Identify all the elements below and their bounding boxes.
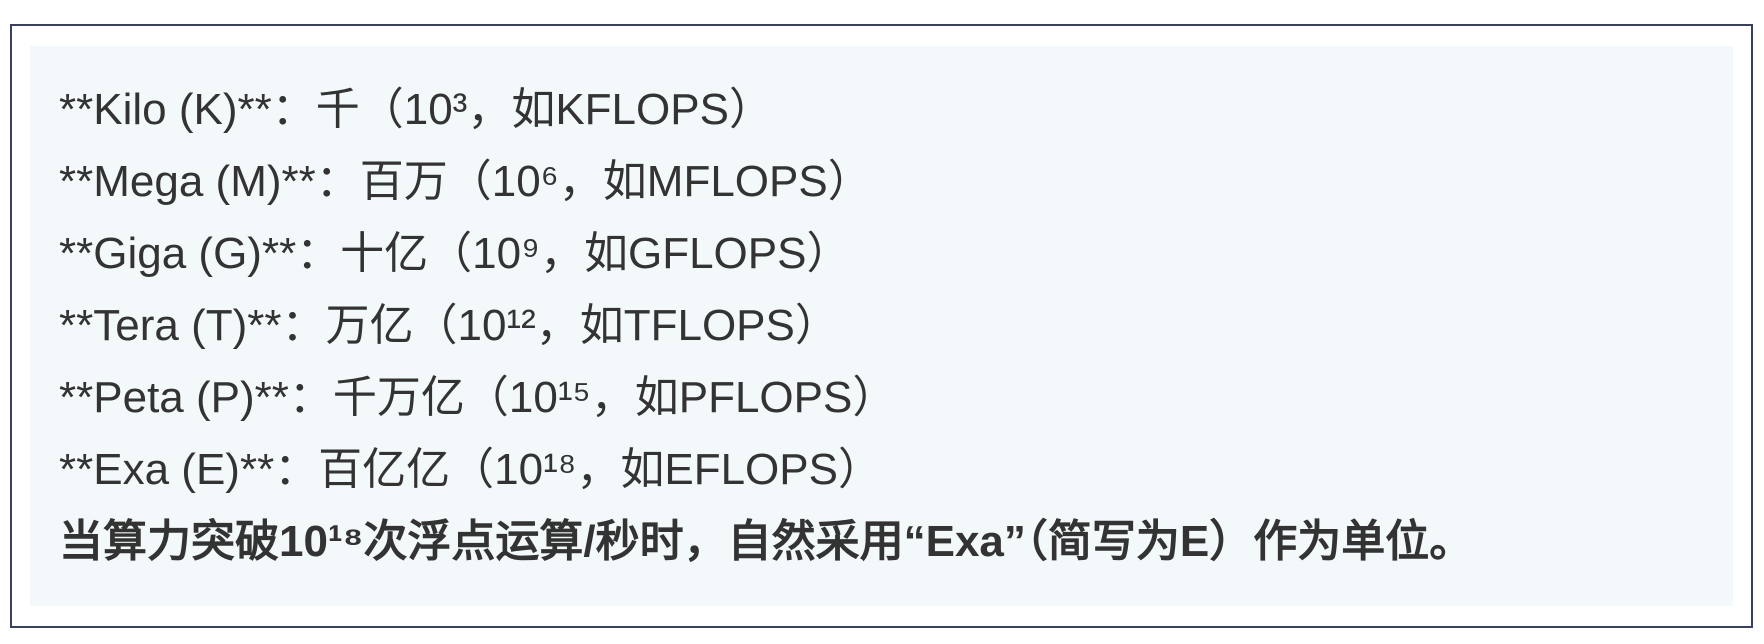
exa-line: **Exa (E)**：百亿亿（10¹⁸，如EFLOPS） [59,445,882,494]
conclusion-line: 当算力突破10¹⁸次浮点运算/秒时，自然采用“Exa”（简写为E）作为单位。 [59,517,1474,566]
peta-line: **Peta (P)**：千万亿（10¹⁵，如PFLOPS） [59,373,897,422]
giga-line: **Giga (G)**：十亿（10⁹，如GFLOPS） [59,229,851,278]
tera-line: **Tera (T)**：万亿（10¹²，如TFLOPS） [59,301,839,350]
text-panel: **Kilo (K)**：千（10³，如KFLOPS） **Mega (M)**… [30,46,1733,606]
content-frame: **Kilo (K)**：千（10³，如KFLOPS） **Mega (M)**… [10,24,1753,628]
mega-line: **Mega (M)**：百万（10⁶，如MFLOPS） [59,157,872,206]
kilo-line: **Kilo (K)**：千（10³，如KFLOPS） [59,85,773,134]
